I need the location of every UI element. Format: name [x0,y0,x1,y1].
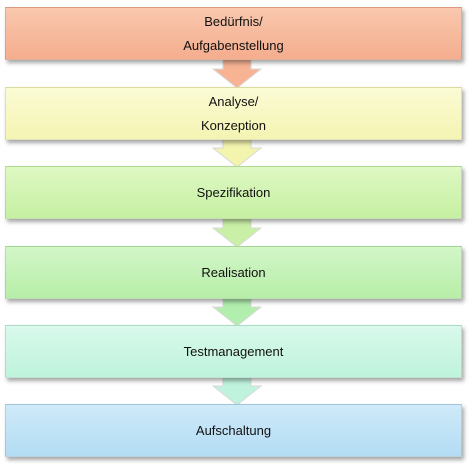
step-analyse-konzeption: Analyse/ Konzeption [5,87,462,140]
step-realisation: Realisation [5,246,462,299]
step-label: Bedürfnis/ [204,13,263,29]
step-label: Spezifikation [196,184,271,200]
step-label: Realisation [201,264,266,280]
step-spezifikation: Spezifikation [5,166,462,219]
step-testmanagement: Testmanagement [5,325,462,378]
step-label: Aufschaltung [195,422,272,438]
step-label: Konzeption [200,117,267,133]
step-aufschaltung: Aufschaltung [5,404,462,457]
step-label: Testmanagement [183,343,284,359]
step-label: Analyse/ [208,93,259,109]
step-beduerfnis-aufgabenstellung: Bedürfnis/ Aufgabenstellung [5,7,462,60]
step-label: Aufgabenstellung [183,37,284,53]
